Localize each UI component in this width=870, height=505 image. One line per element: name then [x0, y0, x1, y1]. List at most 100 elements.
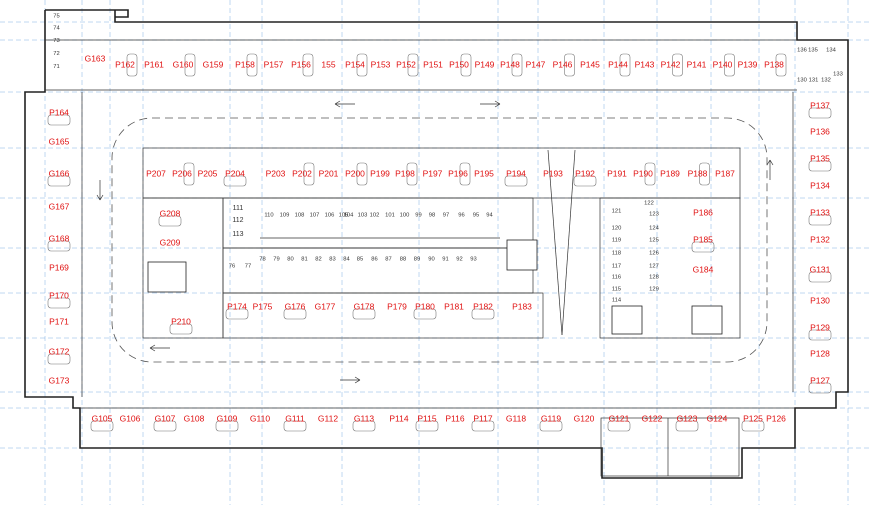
bay-label-87: 87 [385, 257, 391, 263]
bay-label-g122: G122 [642, 413, 663, 423]
car-icon [126, 53, 138, 77]
bay-label-p152: P152 [396, 59, 416, 69]
stair-core-left [147, 261, 187, 293]
bay-label-p134: P134 [810, 180, 830, 190]
bay-label-p179: P179 [387, 301, 407, 311]
bay-label-95: 95 [473, 213, 479, 219]
bay-label-133: 133 [833, 72, 843, 78]
bay-label-p174: P174 [227, 301, 247, 311]
bay-label-p210: P210 [171, 316, 191, 326]
bay-label-g131: G131 [810, 264, 831, 274]
car-icon [459, 162, 471, 186]
bay-label-p203: P203 [266, 168, 286, 178]
drive-aisle-outline [111, 117, 768, 363]
bay-label-p180: P180 [415, 301, 435, 311]
bay-label-g120: G120 [574, 413, 595, 423]
car-icon [283, 420, 307, 432]
bay-label-79: 79 [273, 257, 279, 263]
bay-label-122: 122 [644, 201, 654, 207]
car-icon [47, 114, 71, 126]
bay-label-p197: P197 [423, 168, 443, 178]
bay-label-109: 109 [280, 213, 290, 219]
bay-label-p198: P198 [395, 168, 415, 178]
bay-label-g177: G177 [315, 301, 336, 311]
bay-label-g121: G121 [609, 413, 630, 423]
bay-label-p144: P144 [608, 59, 628, 69]
bay-label-g109: G109 [217, 413, 238, 423]
car-icon [47, 353, 71, 365]
bay-label-p175: P175 [253, 301, 273, 311]
car-icon [303, 162, 315, 186]
bay-label-g173: G173 [49, 375, 70, 385]
bay-label-99: 99 [415, 213, 421, 219]
car-icon [511, 53, 523, 77]
traffic-arrows [96, 100, 774, 384]
bay-label-g168: G168 [49, 233, 70, 243]
storage-block-bottom [222, 247, 534, 294]
bay-label-115: 115 [612, 287, 621, 293]
bay-label-p182: P182 [473, 301, 493, 311]
car-icon [607, 420, 631, 432]
bay-label-g209: G209 [160, 237, 181, 247]
car-icon [808, 382, 832, 394]
bay-label-98: 98 [429, 213, 435, 219]
bay-label-p170: P170 [49, 290, 69, 300]
bay-label-p161: P161 [144, 59, 164, 69]
stair-core-right-a [611, 305, 643, 335]
bay-label-90: 90 [428, 257, 434, 263]
bay-label-p190: P190 [633, 168, 653, 178]
bay-label-p136: P136 [810, 126, 830, 136]
outer-wall [24, 9, 849, 479]
bay-label-p138: P138 [764, 59, 784, 69]
bay-label-p145: P145 [580, 59, 600, 69]
bay-label-g123: G123 [677, 413, 698, 423]
car-icon [808, 329, 832, 341]
bay-label-p133: P133 [810, 207, 830, 217]
bay-label-p117: P117 [473, 413, 492, 423]
bay-label-110: 110 [264, 213, 273, 219]
bay-label-p151: P151 [423, 59, 443, 69]
bay-label-p181: P181 [444, 301, 464, 311]
bay-label-80: 80 [287, 257, 293, 263]
car-icon [808, 107, 832, 119]
bay-label-102: 102 [370, 213, 380, 219]
car-icon [573, 175, 597, 187]
car-icon [183, 162, 195, 186]
bay-label-p187: P187 [715, 168, 735, 178]
bay-label-134: 134 [826, 48, 836, 54]
bay-label-p126: P126 [766, 413, 786, 423]
bay-label-125: 125 [649, 238, 659, 244]
bay-label-p201: P201 [319, 168, 339, 178]
bay-label-p171: P171 [49, 316, 69, 326]
bay-label-103: 103 [358, 213, 368, 219]
bay-label-p150: P150 [449, 59, 469, 69]
bay-label-117: 117 [612, 264, 621, 270]
car-symbols [47, 53, 832, 432]
bay-label-p116: P116 [445, 413, 464, 423]
bay-label-p127: P127 [810, 375, 830, 385]
car-icon [471, 308, 495, 320]
bay-label-113: 113 [232, 231, 243, 238]
bay-label-p128: P128 [810, 348, 830, 358]
bay-label-97: 97 [443, 213, 449, 219]
bay-label-p164: P164 [49, 107, 69, 117]
ramp-line-a [547, 149, 563, 336]
bay-label-p139: P139 [738, 59, 758, 69]
bay-label-g105: G105 [92, 413, 113, 423]
bay-label-p185: P185 [693, 234, 713, 244]
bay-label-p207: P207 [146, 168, 166, 178]
car-icon [47, 297, 71, 309]
bay-label-116: 116 [612, 275, 621, 281]
bay-label-p140: P140 [713, 59, 733, 69]
car-icon [215, 420, 239, 432]
bay-label-p200: P200 [345, 168, 365, 178]
building-walls [24, 9, 849, 479]
bay-label-100: 100 [400, 213, 410, 219]
bay-label-114: 114 [612, 298, 622, 304]
bay-label-g159: G159 [203, 59, 224, 69]
bay-label-105: 105 [339, 213, 349, 219]
car-icon [283, 308, 307, 320]
bay-label-p195: P195 [474, 168, 494, 178]
bay-label-111: 111 [233, 205, 244, 212]
